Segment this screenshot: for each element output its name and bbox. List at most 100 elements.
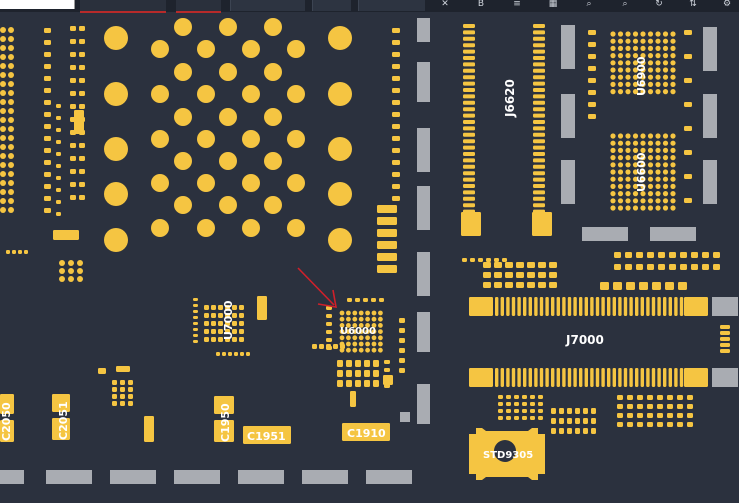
bottom-connector[interactable] (238, 470, 284, 484)
smd-pad[interactable] (384, 360, 390, 364)
cpu-pad[interactable] (264, 18, 282, 36)
smd-pad[interactable] (350, 391, 356, 407)
smd-pad[interactable] (228, 352, 232, 356)
edge-ball[interactable] (0, 99, 6, 105)
u6900-ball[interactable] (647, 74, 654, 80)
smd-pad[interactable] (684, 198, 692, 203)
u6600-ball[interactable] (670, 169, 676, 175)
smd-pad[interactable] (559, 418, 564, 424)
cpu-large-pad[interactable] (104, 137, 128, 161)
bottom-connector[interactable] (110, 470, 156, 484)
smd-pad[interactable] (79, 156, 85, 161)
u6900-ball[interactable] (625, 45, 631, 52)
j6620-pin[interactable] (533, 152, 545, 156)
smd-pad[interactable] (713, 264, 720, 270)
smd-pad[interactable] (373, 370, 379, 377)
u7000-pad[interactable] (218, 305, 223, 310)
j6620-pin[interactable] (533, 56, 545, 60)
smd-pad[interactable] (720, 349, 730, 353)
std9305-shield-pad[interactable] (469, 428, 545, 480)
u6900-ball[interactable] (632, 60, 639, 66)
u6900-ball[interactable] (647, 53, 654, 59)
j6620-pin[interactable] (463, 152, 475, 156)
j6620-pin[interactable] (463, 94, 475, 99)
u6600-ball[interactable] (647, 183, 654, 189)
u6900-ball[interactable] (610, 89, 616, 95)
j7000-pin[interactable] (679, 368, 684, 387)
j6620-pin[interactable] (533, 62, 545, 67)
u6900-ball[interactable] (632, 31, 639, 37)
edge-ball[interactable] (0, 117, 6, 123)
u7000-pad[interactable] (204, 329, 209, 334)
c1951-pad[interactable] (243, 426, 291, 444)
settings-icon[interactable]: ⚙ (722, 0, 732, 9)
grid-icon[interactable]: ▦ (548, 0, 558, 9)
j7000-pin[interactable] (663, 297, 667, 316)
u6600-ball[interactable] (647, 133, 654, 139)
smd-pad[interactable] (522, 402, 527, 406)
smd-pad[interactable] (591, 418, 596, 424)
smd-pad[interactable] (79, 52, 85, 57)
u6600-ball[interactable] (632, 191, 639, 197)
j6620-pin[interactable] (533, 158, 545, 163)
u6900-ball[interactable] (670, 45, 676, 52)
j7000-pin[interactable] (590, 368, 594, 387)
u6900-ball[interactable] (610, 67, 616, 73)
u6600-ball[interactable] (610, 147, 616, 153)
smd-pad[interactable] (516, 282, 524, 288)
smd-pad[interactable] (658, 264, 665, 270)
smd-pad[interactable] (44, 184, 51, 189)
smd-pad[interactable] (516, 272, 524, 278)
smd-pad[interactable] (627, 413, 633, 418)
ball-pad[interactable] (59, 276, 65, 282)
smd-pad[interactable] (527, 272, 535, 278)
smd-pad[interactable] (658, 252, 665, 258)
u6900-ball[interactable] (655, 38, 661, 44)
j6620-pin[interactable] (533, 81, 545, 86)
u7000-pad[interactable] (211, 337, 216, 342)
smd-pad[interactable] (392, 100, 400, 105)
edge-ball[interactable] (0, 36, 6, 42)
smd-pad[interactable] (392, 40, 400, 45)
smd-pad[interactable] (56, 104, 61, 108)
j6620-pin[interactable] (463, 177, 475, 182)
u6600-ball[interactable] (617, 147, 624, 153)
u6600-ball[interactable] (617, 191, 624, 197)
smd-pad[interactable] (326, 338, 332, 342)
smd-pad[interactable] (355, 298, 360, 302)
u6600-ball[interactable] (670, 205, 676, 211)
smd-pad[interactable] (56, 176, 61, 180)
u6900-ball[interactable] (670, 67, 676, 73)
u6600-ball[interactable] (617, 162, 624, 168)
j6620-pin[interactable] (463, 43, 475, 48)
cpu-pad[interactable] (174, 196, 192, 214)
j6620-pin[interactable] (533, 75, 545, 80)
smd-pad[interactable] (617, 413, 623, 418)
u6000-ball[interactable] (358, 347, 364, 353)
j7000-pin[interactable] (551, 368, 555, 387)
smd-pad[interactable] (216, 352, 220, 356)
u6600-ball[interactable] (662, 176, 669, 182)
smd-pad[interactable] (79, 26, 85, 31)
j7000-pin[interactable] (556, 297, 560, 316)
j7000-pin[interactable] (567, 368, 572, 387)
cpu-pad[interactable] (197, 40, 215, 58)
u6900-ball[interactable] (632, 38, 639, 44)
cpu-pad[interactable] (151, 40, 169, 58)
smd-pad[interactable] (399, 368, 405, 373)
edge-ball[interactable] (0, 90, 6, 96)
edge-ball[interactable] (8, 162, 14, 168)
edge-ball[interactable] (0, 180, 6, 186)
j6620-pin[interactable] (463, 139, 475, 144)
smd-pad[interactable] (384, 384, 390, 388)
smd-pad[interactable] (687, 422, 693, 427)
u6900-ball[interactable] (632, 45, 639, 52)
bottom-connector[interactable] (46, 470, 92, 484)
edge-ball[interactable] (0, 198, 6, 204)
u6600-ball[interactable] (625, 162, 631, 168)
u6900-ball[interactable] (662, 89, 669, 95)
cpu-large-pad[interactable] (328, 26, 352, 50)
u6600-ball[interactable] (662, 162, 669, 168)
smd-pad[interactable] (538, 282, 546, 288)
u6000-ball[interactable] (365, 323, 370, 328)
